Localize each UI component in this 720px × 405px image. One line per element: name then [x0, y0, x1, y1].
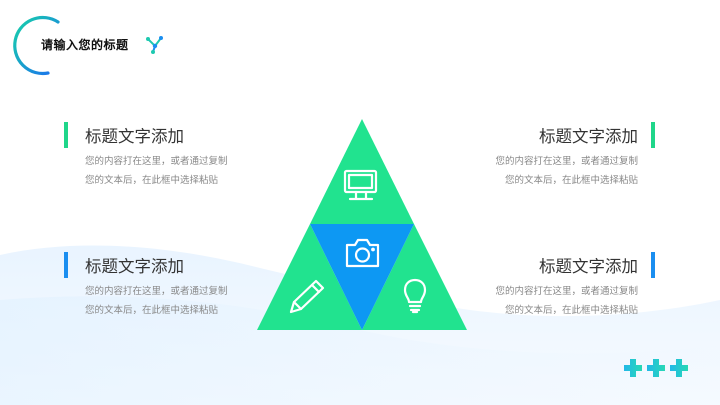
- camera-icon: [345, 238, 380, 268]
- block-body: 您的内容打在这里，或者通过复制您的文本后，在此框中选择粘贴: [495, 286, 638, 316]
- block-title: 标题文字添加: [85, 127, 184, 146]
- triangle-bottom-right: [362, 224, 467, 330]
- text-block-top-left: 标题文字添加 您的内容打在这里，或者通过复制您的文本后，在此框中选择粘贴: [64, 122, 228, 212]
- text-block-top-right: 标题文字添加 您的内容打在这里，或者通过复制您的文本后，在此框中选择粘贴: [495, 122, 655, 212]
- pencil-icon: [289, 279, 325, 314]
- block-title: 标题文字添加: [85, 257, 184, 276]
- monitor-icon: [343, 169, 378, 201]
- accent-bar: [651, 252, 655, 278]
- triangle-center: [310, 224, 414, 330]
- plus-decoration-icon: [624, 359, 688, 377]
- block-title: 标题文字添加: [539, 257, 638, 276]
- block-body: 您的内容打在这里，或者通过复制您的文本后，在此框中选择粘贴: [495, 156, 638, 186]
- header-ring-icon: [13, 15, 60, 76]
- text-block-bottom-left: 标题文字添加 您的内容打在这里，或者通过复制您的文本后，在此框中选择粘贴: [64, 252, 228, 342]
- text-block-bottom-right: 标题文字添加 您的内容打在这里，或者通过复制您的文本后，在此框中选择粘贴: [495, 252, 655, 342]
- page-title: 请输入您的标题: [41, 38, 129, 52]
- accent-bar: [64, 122, 68, 148]
- triangle-bottom-left: [257, 224, 362, 330]
- block-body: 您的内容打在这里，或者通过复制您的文本后，在此框中选择粘贴: [85, 286, 228, 316]
- accent-bar: [64, 252, 68, 278]
- molecule-logo-icon: [146, 36, 163, 54]
- block-title: 标题文字添加: [539, 127, 638, 146]
- block-body: 您的内容打在这里，或者通过复制您的文本后，在此框中选择粘贴: [85, 156, 228, 186]
- lightbulb-icon: [403, 278, 427, 314]
- accent-bar: [651, 122, 655, 148]
